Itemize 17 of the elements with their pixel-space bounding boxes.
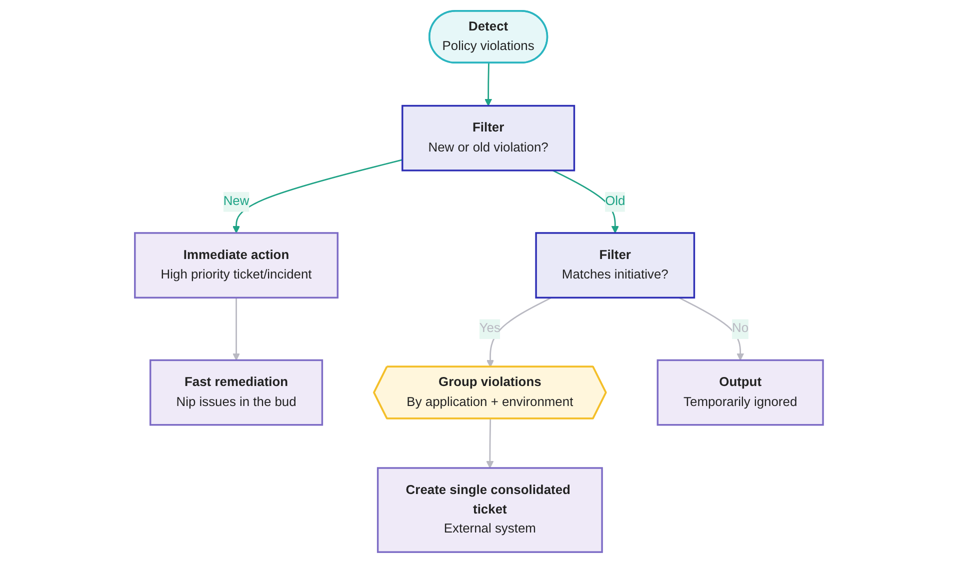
node-box: Output Temporarily ignored — [656, 358, 824, 426]
node-box: Filter Matches initiative? — [535, 232, 696, 298]
edge-label: No — [732, 320, 749, 336]
arrow — [486, 296, 552, 367]
arrow — [232, 158, 403, 233]
edge-label: New — [223, 193, 250, 208]
arrow — [484, 62, 492, 106]
arrow — [552, 169, 619, 233]
arrow — [232, 297, 240, 360]
node-box: Fast remediation Nip issues in the bud — [150, 358, 324, 426]
arrow — [678, 296, 744, 360]
node-box: Create single consolidated ticket External system — [376, 466, 603, 552]
arrow — [486, 418, 494, 468]
edge-label: Yes — [479, 320, 501, 336]
node-box: Filter New or old violation? — [402, 104, 576, 171]
edge-label: Old — [605, 193, 626, 208]
node-box: Immediate action High priority ticket/incident — [134, 232, 339, 298]
